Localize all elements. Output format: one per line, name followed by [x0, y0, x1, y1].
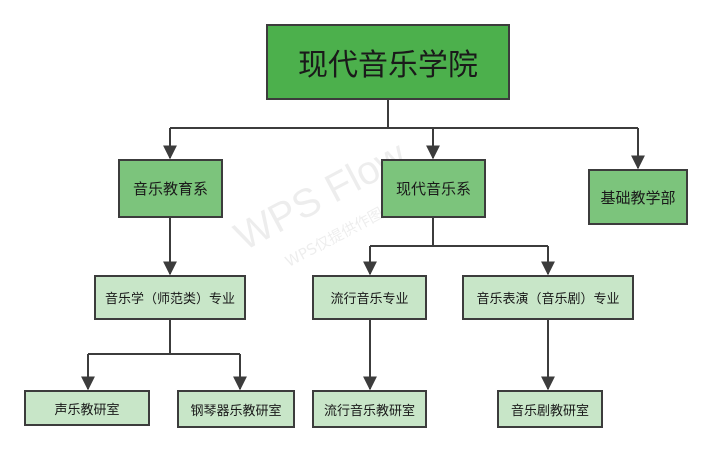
- node-performance-major: 音乐表演（音乐剧）专业: [462, 275, 634, 320]
- node-music-education-dept-label: 音乐教育系: [132, 180, 208, 198]
- node-root-label: 现代音乐学院: [298, 48, 478, 83]
- node-piano-room-label: 钢琴器乐教研室: [190, 403, 282, 419]
- node-basic-teaching-dept-label: 基础教学部: [600, 188, 676, 207]
- node-musicology-major-label: 音乐学（师范类）专业: [104, 292, 235, 307]
- node-modern-music-dept: 现代音乐系: [381, 159, 486, 218]
- node-vocal-room-label: 声乐教研室: [54, 402, 120, 418]
- node-pop-music-room: 流行音乐教研室: [312, 390, 427, 428]
- node-pop-music-room-label: 流行音乐教研室: [323, 403, 415, 419]
- node-musical-theatre-room-label: 音乐剧教研室: [510, 403, 589, 419]
- node-musical-theatre-room: 音乐剧教研室: [497, 390, 603, 428]
- node-pop-music-major-label: 流行音乐专业: [330, 292, 409, 307]
- node-root: 现代音乐学院: [266, 24, 510, 100]
- node-pop-music-major: 流行音乐专业: [312, 275, 427, 320]
- node-basic-teaching-dept: 基础教学部: [588, 169, 688, 225]
- node-musicology-major: 音乐学（师范类）专业: [94, 275, 246, 320]
- node-music-education-dept: 音乐教育系: [118, 159, 223, 218]
- node-modern-music-dept-label: 现代音乐系: [395, 180, 471, 198]
- node-performance-major-label: 音乐表演（音乐剧）专业: [476, 292, 620, 307]
- node-piano-room: 钢琴器乐教研室: [177, 390, 295, 428]
- node-vocal-room: 声乐教研室: [24, 390, 150, 426]
